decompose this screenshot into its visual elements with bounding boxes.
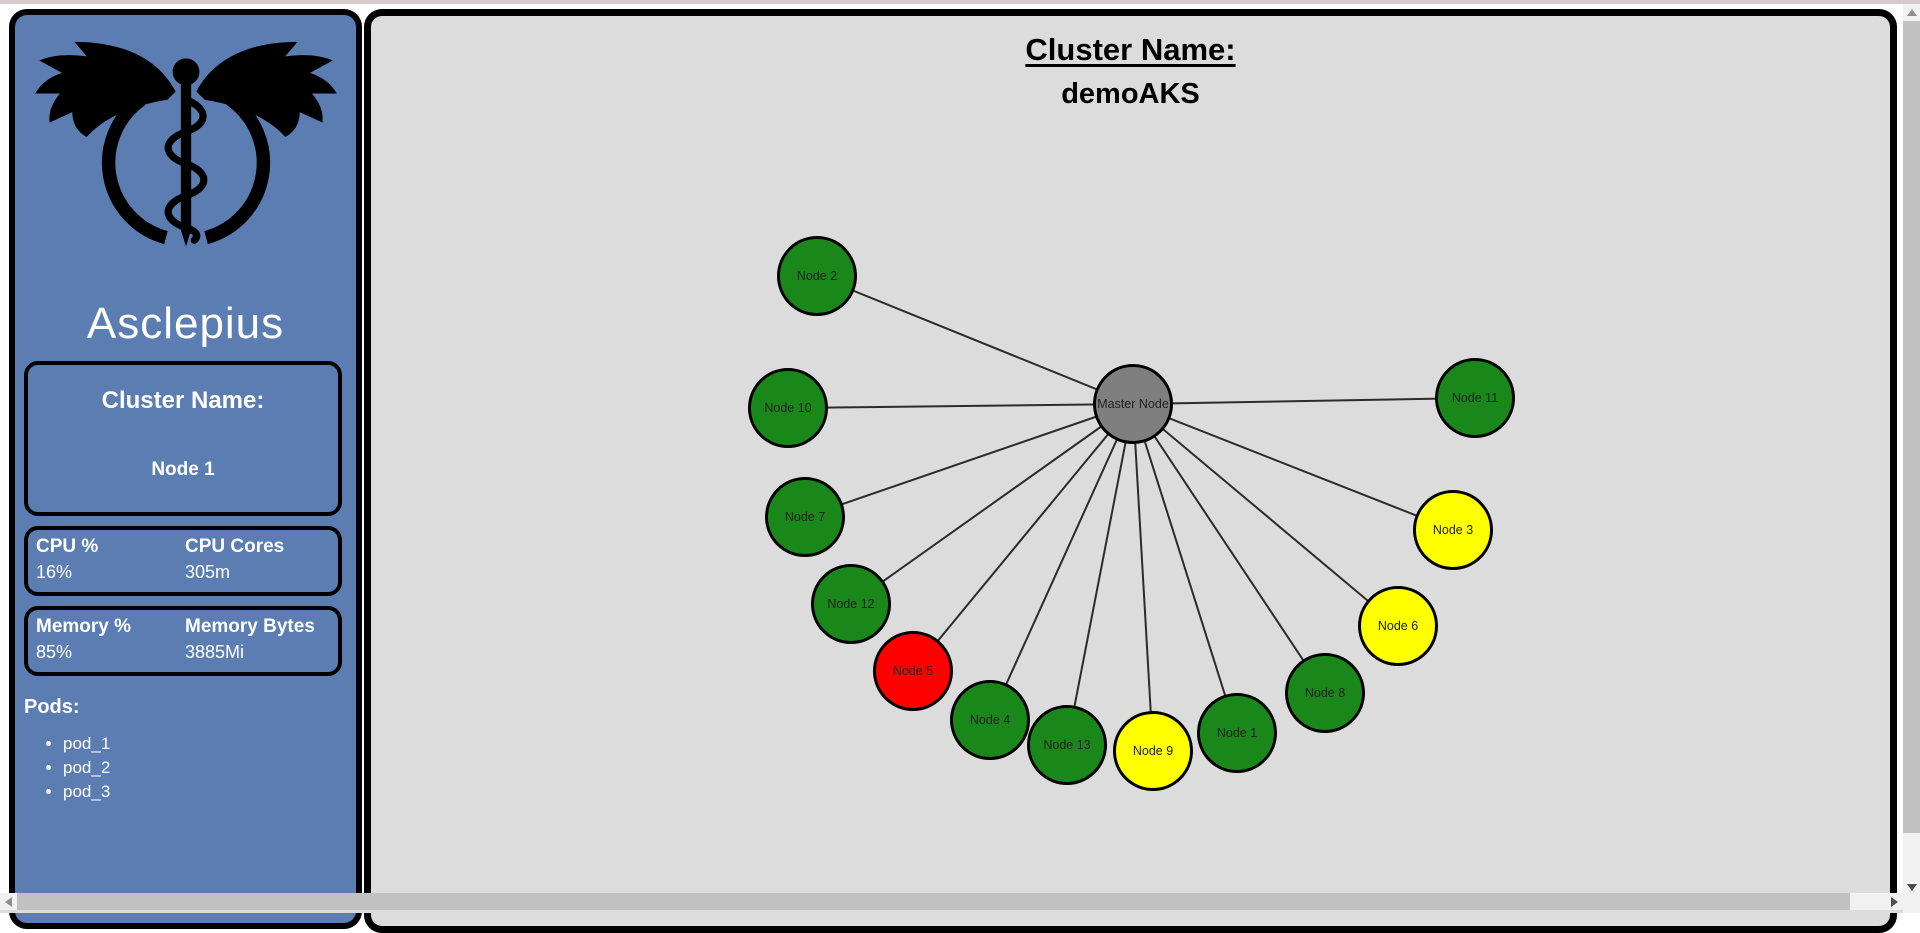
graph-node-node_6[interactable]: Node 6 bbox=[1358, 586, 1438, 666]
window-top-edge bbox=[0, 0, 1920, 4]
memory-bytes-value: 3885Mi bbox=[185, 642, 245, 662]
cluster-view-panel: Cluster Name: demoAKS bbox=[364, 9, 1897, 933]
sidebar: Asclepius Cluster Name: Node 1 CPU % CPU… bbox=[9, 9, 362, 929]
graph-node-node_2[interactable]: Node 2 bbox=[777, 236, 857, 316]
graph-node-node_5[interactable]: Node 5 bbox=[873, 631, 953, 711]
graph-node-node_13[interactable]: Node 13 bbox=[1027, 705, 1107, 785]
arrow-up-icon bbox=[1906, 9, 1917, 16]
horizontal-scrollbar[interactable] bbox=[0, 893, 1903, 910]
scroll-right-button[interactable] bbox=[1886, 893, 1903, 910]
sidebar-cluster-box: Cluster Name: Node 1 bbox=[24, 361, 342, 516]
scroll-left-button[interactable] bbox=[0, 893, 17, 910]
arrow-down-icon bbox=[1906, 884, 1917, 891]
vertical-scrollbar-thumb[interactable] bbox=[1903, 21, 1920, 833]
cpu-stats-box: CPU % CPU Cores 16% 305m bbox=[24, 526, 342, 596]
caduceus-icon bbox=[34, 41, 337, 247]
graph-node-node_10[interactable]: Node 10 bbox=[748, 368, 828, 448]
memory-percent-value: 85% bbox=[36, 642, 73, 662]
vertical-scrollbar[interactable] bbox=[1903, 4, 1920, 896]
cpu-percent-label: CPU % bbox=[36, 536, 99, 557]
scroll-up-button[interactable] bbox=[1903, 4, 1920, 21]
pods-list: pod_1 pod_2 pod_3 bbox=[63, 733, 356, 802]
memory-bytes-label: Memory Bytes bbox=[185, 616, 315, 637]
cluster-name-value: demoAKS bbox=[1061, 78, 1200, 110]
graph-node-master[interactable]: Master Node bbox=[1093, 364, 1173, 444]
arrow-right-icon bbox=[1891, 896, 1898, 907]
scroll-down-button[interactable] bbox=[1903, 879, 1920, 896]
panel-title-block: Cluster Name: demoAKS bbox=[371, 16, 1890, 111]
cpu-cores-label: CPU Cores bbox=[185, 536, 285, 557]
cluster-name-heading: Cluster Name: bbox=[1025, 32, 1236, 67]
graph-node-node_4[interactable]: Node 4 bbox=[950, 680, 1030, 760]
memory-stats-box: Memory % Memory Bytes 85% 3885Mi bbox=[24, 606, 342, 676]
graph-node-node_7[interactable]: Node 7 bbox=[765, 477, 845, 557]
pod-list-item: pod_3 bbox=[63, 781, 356, 802]
sidebar-selected-node: Node 1 bbox=[151, 459, 215, 480]
graph-node-node_12[interactable]: Node 12 bbox=[811, 564, 891, 644]
horizontal-scrollbar-thumb[interactable] bbox=[17, 893, 1850, 910]
graph-node-node_8[interactable]: Node 8 bbox=[1285, 653, 1365, 733]
graph-node-node_9[interactable]: Node 9 bbox=[1113, 711, 1193, 791]
cpu-cores-value: 305m bbox=[185, 562, 231, 582]
pod-list-item: pod_2 bbox=[63, 757, 356, 778]
arrow-left-icon bbox=[5, 896, 12, 907]
window-bottom-edge bbox=[0, 910, 1903, 913]
pod-list-item: pod_1 bbox=[63, 733, 356, 754]
pods-heading: Pods: bbox=[24, 696, 80, 718]
graph-node-node_1[interactable]: Node 1 bbox=[1197, 693, 1277, 773]
scrollbar-corner bbox=[1903, 896, 1920, 913]
sidebar-cluster-title: Cluster Name: bbox=[101, 387, 265, 414]
cpu-percent-value: 16% bbox=[36, 562, 73, 582]
logo-wrap bbox=[15, 25, 356, 253]
memory-percent-label: Memory % bbox=[36, 616, 132, 637]
graph-node-node_3[interactable]: Node 3 bbox=[1413, 490, 1493, 570]
graph-node-node_11[interactable]: Node 11 bbox=[1435, 358, 1515, 438]
app-title: Asclepius bbox=[86, 299, 285, 348]
